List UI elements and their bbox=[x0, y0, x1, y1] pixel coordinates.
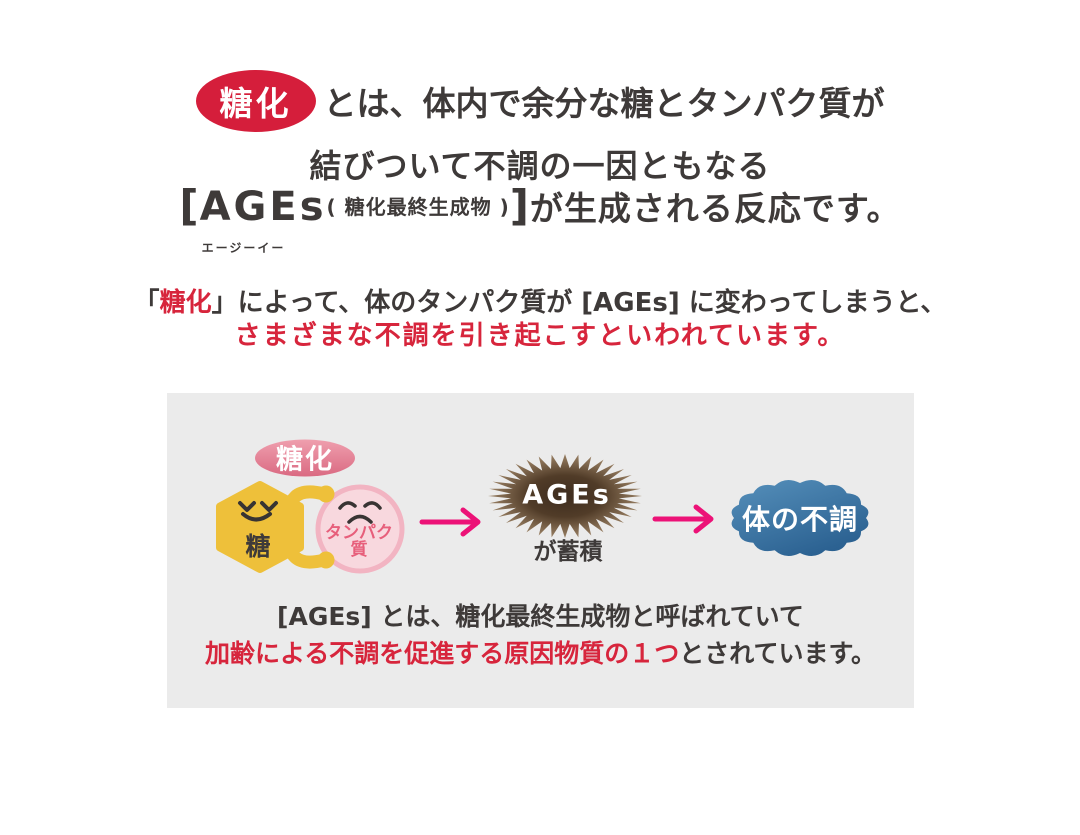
bracket-close: ] bbox=[509, 181, 530, 230]
accumulate-label: が蓄積 bbox=[533, 539, 603, 565]
diagram-caption-line2: 加齢による不調を促進する原因物質の１つとされています。 bbox=[167, 634, 914, 670]
trouble-cloud bbox=[731, 479, 869, 557]
heading-line1-text: とは、体内で余分な糖とタンパク質が bbox=[323, 84, 885, 123]
protein-label-line1: タンパク bbox=[325, 523, 393, 543]
sugar-label: 糖 bbox=[245, 532, 271, 561]
bracket-open: [ bbox=[179, 181, 200, 230]
sub-bracket: 「 bbox=[133, 288, 160, 318]
ages-text: AGEs bbox=[199, 184, 327, 230]
heading-line3-rest: が生成される反応です。 bbox=[529, 189, 901, 228]
clamp-knob-top bbox=[317, 485, 335, 503]
sugar-hexagon bbox=[216, 481, 304, 573]
arrow-right-icon-2 bbox=[652, 504, 714, 534]
protein-label: タンパク 質 bbox=[325, 525, 393, 559]
subheading-line2: さまざまな不調を引き起こすといわれています。 bbox=[234, 321, 846, 351]
ages-starburst bbox=[488, 454, 642, 538]
glycation-badge: 糖化 bbox=[195, 70, 316, 132]
glycation-ellipse bbox=[255, 439, 355, 477]
diagram-panel: 糖化 糖 タンパク 質 AGEs が蓄積 体の不調 [AGEs] とは、糖化最終… bbox=[167, 393, 914, 708]
clamp-link-icon bbox=[280, 485, 331, 569]
caption-dark-part: とされています。 bbox=[679, 639, 877, 668]
heading-line2: 結びついて不調の一因ともなる bbox=[309, 147, 771, 185]
subheading-line1: 「糖化」によって、体のタンパク質が [AGEs] に変わってしまうと、 bbox=[0, 282, 1080, 319]
trouble-label: 体の不調 bbox=[741, 503, 859, 536]
diagram-caption-line1: [AGEs] とは、糖化最終生成物と呼ばれていて bbox=[277, 602, 804, 631]
caption-red-part: 加齢による不調を促進する原因物質の１つ bbox=[204, 639, 680, 668]
heading-line3: [AGEs エージーイー ( 糖化最終生成物 )]が生成される反応です。 bbox=[0, 181, 1080, 256]
clamp-knob-bottom bbox=[317, 551, 335, 569]
protein-label-line2: 質 bbox=[350, 540, 368, 560]
sub-glycation-red: 糖化 bbox=[159, 288, 212, 318]
sugar-happy-face-icon bbox=[238, 501, 278, 522]
diagram-graphic bbox=[216, 439, 869, 574]
ages-term: AGEs エージーイー bbox=[199, 184, 327, 255]
ages-ruby: エージーイー bbox=[201, 241, 286, 255]
protein-sad-face-icon bbox=[338, 501, 382, 524]
ages-label: AGEs bbox=[522, 479, 612, 511]
glycation-badge-label: 糖化 bbox=[219, 84, 292, 123]
arrow-right-icon-1 bbox=[419, 507, 481, 537]
heading-line1: 糖化 とは、体内で余分な糖とタンパク質が bbox=[0, 70, 1080, 132]
glycation-ellipse-label: 糖化 bbox=[276, 444, 334, 476]
sub-line1-rest: 」によって、体のタンパク質が [AGEs] に変わってしまうと、 bbox=[211, 288, 947, 318]
ages-paren-note: ( 糖化最終生成物 ) bbox=[326, 195, 510, 219]
